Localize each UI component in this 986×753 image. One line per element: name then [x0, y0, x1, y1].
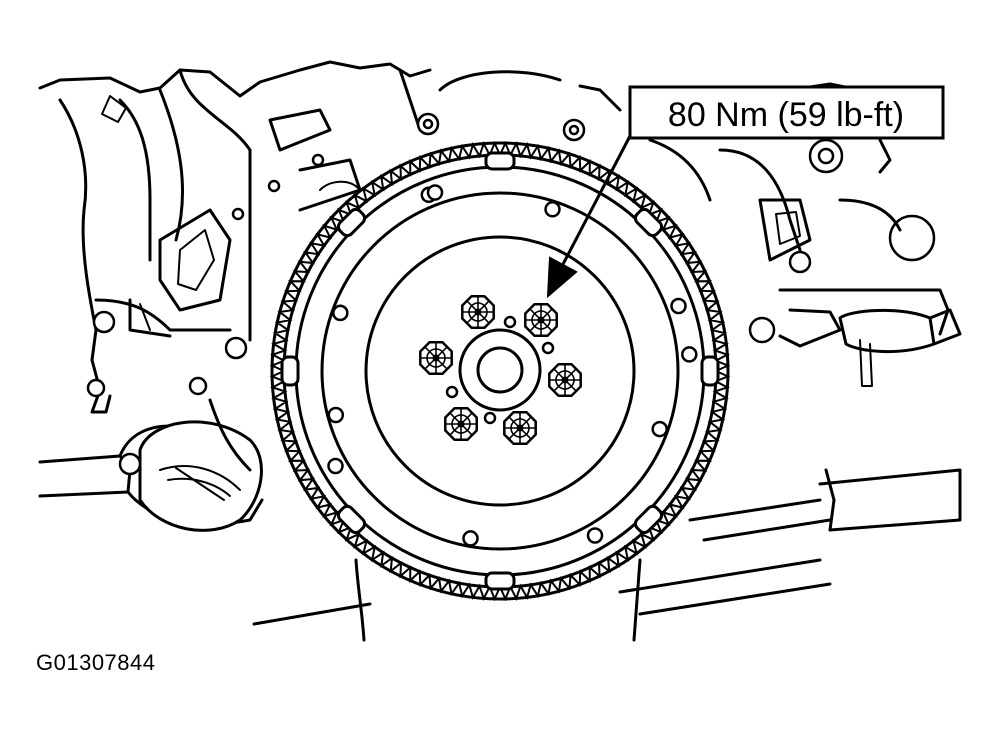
torque-label: 80 Nm (59 lb-ft)	[668, 96, 904, 134]
flywheel-holes	[327, 184, 698, 547]
bolt-icon	[461, 295, 495, 329]
flywheel-slot	[633, 207, 664, 238]
bolt-icon	[548, 363, 582, 397]
bolt-icon	[419, 341, 453, 375]
crank-hub-inner	[476, 346, 524, 394]
flywheel-slot	[280, 355, 300, 387]
bolt-icon	[524, 303, 558, 337]
flywheel	[269, 140, 731, 602]
flywheel-slot	[484, 151, 516, 171]
engine-block-outline	[38, 60, 962, 642]
flywheel-slots	[280, 151, 720, 591]
callout-box	[628, 85, 945, 140]
flywheel-slot	[336, 207, 367, 238]
flywheel-hole	[670, 297, 687, 315]
flywheel-hole	[651, 420, 668, 438]
flywheel-hole	[327, 457, 344, 475]
arrow-icon	[558, 134, 632, 272]
flywheel-slot	[700, 355, 720, 387]
flywheel-slot	[484, 571, 516, 591]
flywheel-hole	[586, 527, 604, 544]
flywheel-hole	[426, 184, 444, 201]
flywheel-hole	[681, 346, 698, 363]
bolt-icon	[503, 411, 537, 445]
flywheel-hole	[332, 304, 349, 322]
flywheel-bolts	[419, 295, 582, 445]
bolt-icon	[444, 407, 478, 441]
flywheel-slot	[336, 504, 367, 535]
figure-id: G01307844	[36, 650, 156, 675]
crank-hub-outer	[458, 328, 542, 412]
flywheel-hole	[327, 406, 345, 424]
torque-callout: 80 Nm (59 lb-ft)	[546, 85, 945, 299]
flywheel-hole	[544, 201, 561, 218]
flywheel-slot	[633, 504, 664, 535]
flywheel-hole	[462, 530, 479, 547]
arrow-head-icon	[546, 256, 578, 299]
